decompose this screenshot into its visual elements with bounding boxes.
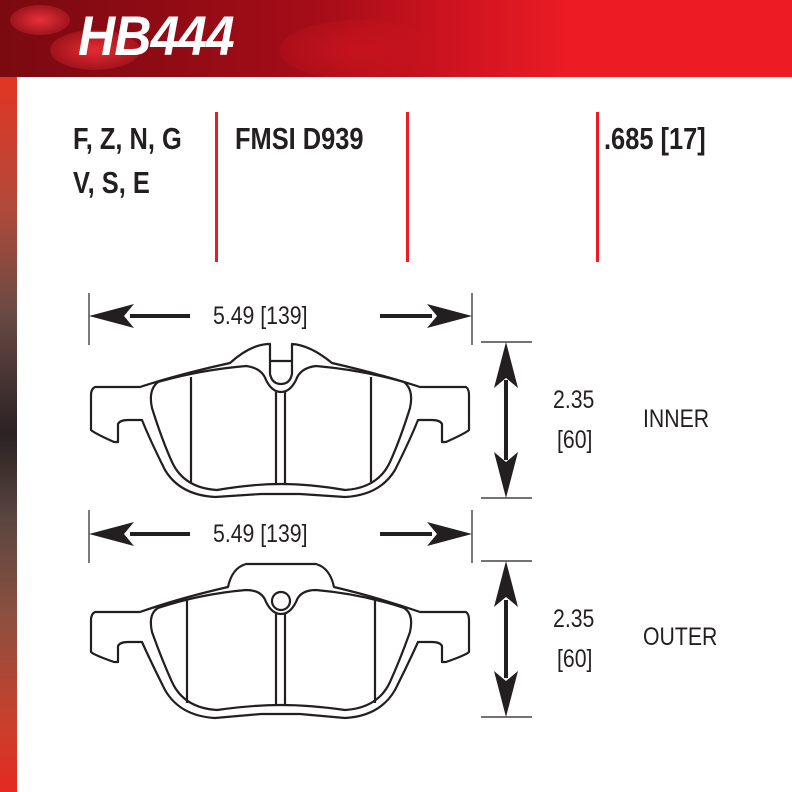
inner-height-label-in: 2.35	[553, 386, 595, 414]
spec-divider	[406, 112, 409, 262]
outer-pad-height-dimension	[481, 560, 532, 718]
header-banner: HB444	[0, 0, 792, 77]
header-glow	[10, 5, 70, 35]
inner-pad-height-dimension	[481, 341, 532, 499]
left-accent-stripe	[0, 77, 17, 792]
pad-thickness: .685 [17]	[604, 121, 706, 156]
compounds-line-1: F, Z, N, G	[73, 121, 182, 156]
outer-width-label: 5.49 [139]	[213, 520, 308, 548]
spec-divider	[596, 112, 599, 262]
inner-width-label: 5.49 [139]	[213, 302, 308, 330]
inner-brake-pad-outline	[89, 342, 471, 499]
outer-height-label-in: 2.35	[553, 605, 595, 633]
inner-pad-width-dimension	[88, 293, 473, 345]
outer-pad-width-dimension	[88, 510, 473, 563]
header-glow	[280, 20, 440, 77]
part-number-title: HB444	[78, 4, 235, 67]
outer-side-label: OUTER	[643, 623, 718, 651]
spec-divider	[215, 112, 218, 262]
inner-side-label: INNER	[643, 405, 710, 433]
fmsi-number: FMSI D939	[235, 121, 364, 156]
outer-brake-pad-outline	[89, 562, 471, 720]
header-glow	[50, 30, 140, 70]
compounds-line-2: V, S, E	[73, 165, 150, 200]
inner-height-label-mm: [60]	[557, 426, 593, 454]
outer-height-label-mm: [60]	[557, 645, 593, 673]
